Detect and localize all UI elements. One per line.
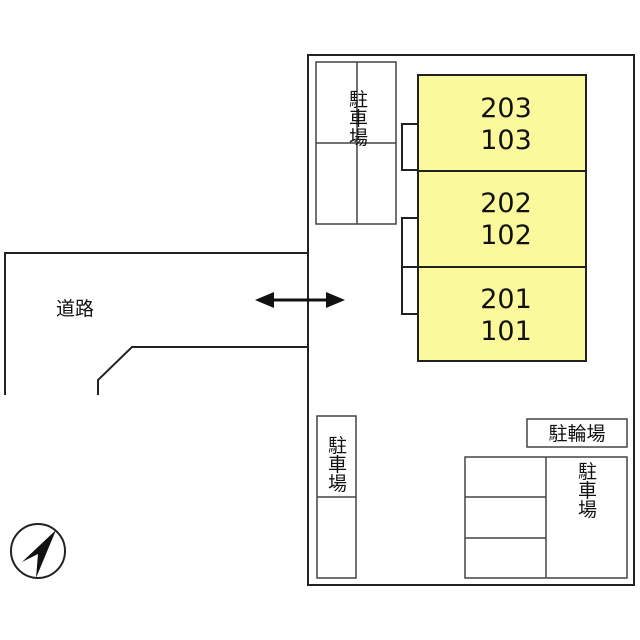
road-outline-lower [97, 346, 308, 395]
unit-number: 103 [480, 125, 532, 156]
north-arrow-icon [10, 523, 66, 579]
parking-label-bottom-left: 駐車場 [325, 435, 347, 493]
unit-block-203-103 [417, 74, 587, 172]
parking-area-bottom-left: 駐車場 [316, 415, 357, 579]
bicycle-parking-label: 駐輪場 [548, 423, 605, 445]
unit-number: 102 [480, 220, 532, 251]
unit-number: 101 [480, 316, 532, 347]
unit-number: 203 [480, 93, 532, 124]
bicycle-parking: 駐輪場 [526, 418, 628, 448]
balcony-3 [401, 266, 419, 315]
balcony-2 [401, 217, 419, 268]
building: 203 103 202 102 201 101 [401, 74, 587, 362]
unit-number: 202 [480, 188, 532, 219]
parking-area-bottom-right: 駐車場 [464, 456, 628, 579]
road-outline-upper [4, 252, 308, 395]
unit-block-202-102 [417, 170, 587, 268]
parking-area-top: 駐車場 [315, 61, 397, 225]
parking-label-bottom-right: 駐車場 [575, 461, 597, 519]
road-label: 道路 [56, 298, 94, 320]
balcony-1 [401, 123, 419, 171]
parking-label-top: 駐車場 [346, 89, 368, 147]
unit-number: 201 [480, 284, 532, 315]
double-arrow-icon [255, 292, 345, 308]
